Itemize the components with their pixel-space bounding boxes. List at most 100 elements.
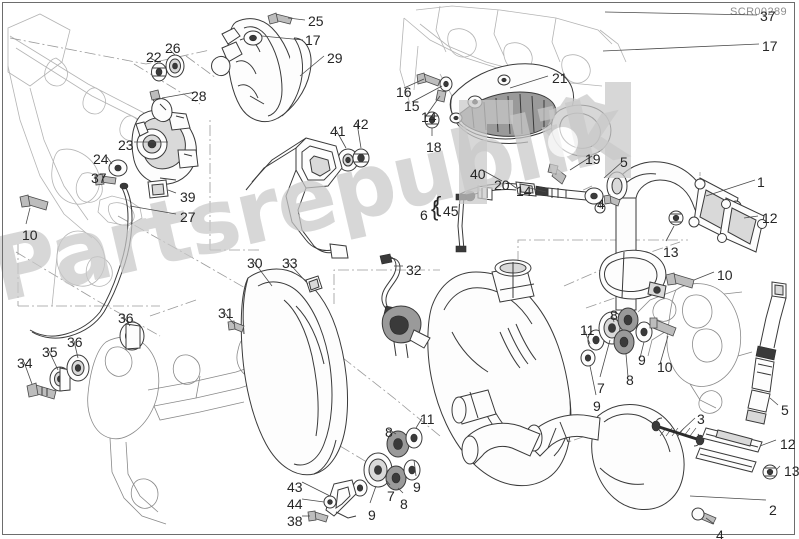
callout-number-37: 37 (91, 170, 107, 186)
part-clip-33 (305, 275, 323, 293)
callout-number-8: 8 (626, 372, 634, 388)
callout-number-19: 19 (585, 151, 601, 167)
callout-number-17: 17 (305, 32, 321, 48)
callout-number-25: 25 (308, 13, 324, 29)
part-screw-16 (416, 72, 441, 87)
callout-number-7: 7 (387, 488, 395, 504)
part-bolt-34 (26, 382, 57, 400)
part-cable-27 (29, 182, 133, 339)
part-mount-stack-right (580, 307, 677, 367)
part-bolt-10a (19, 194, 49, 211)
callout-number-8: 8 (400, 496, 408, 512)
part-washer-41 (337, 148, 359, 172)
part-screw-4b (691, 507, 717, 525)
part-washer-36a (66, 354, 90, 382)
callout-number-43: 43 (287, 479, 303, 495)
callout-number-15: 15 (404, 98, 420, 114)
callout-number-5: 5 (781, 402, 789, 418)
callout-number-10: 10 (657, 359, 673, 375)
callout-number-20: 20 (494, 177, 510, 193)
callout-number-10: 10 (717, 267, 733, 283)
part-collar-14a (435, 89, 447, 103)
part-muffler-body (427, 259, 572, 487)
ghost-frame-left (7, 13, 191, 307)
callout-number-3: 3 (697, 411, 705, 427)
callout-number-35: 35 (42, 344, 58, 360)
part-nut-42 (352, 148, 370, 168)
callout-number-23: 23 (118, 137, 134, 153)
callout-number-9: 9 (638, 352, 646, 368)
callout-number-22: 22 (146, 49, 162, 65)
callout-number-8: 8 (610, 307, 618, 323)
callout-number-7: 7 (597, 380, 605, 396)
callout-number-27: 27 (180, 209, 196, 225)
callout-number-12: 12 (762, 210, 778, 226)
part-muffler-sensor (381, 305, 431, 359)
callout-number-13: 13 (784, 463, 799, 479)
part-grommet-39 (147, 179, 169, 199)
document-code: SCR00289 (729, 6, 787, 18)
callout-number-28: 28 (191, 88, 207, 104)
callout-number-4: 4 (716, 527, 724, 539)
part-collar-26 (165, 54, 185, 78)
callout-number-37: 37 (760, 8, 776, 24)
callout-number-14: 14 (516, 183, 532, 199)
ghost-subframe-lower-left (87, 336, 307, 525)
callout-number-14: 14 (421, 109, 437, 125)
callout-number-5: 5 (620, 154, 628, 170)
callout-number-42: 42 (353, 116, 369, 132)
callout-number-32: 32 (406, 262, 422, 278)
callout-number-2: 2 (769, 502, 777, 518)
callout-brace-b6: { (431, 196, 439, 221)
callout-number-44: 44 (287, 496, 303, 512)
part-nut-13b (762, 464, 778, 480)
callout-number-10: 10 (22, 227, 38, 243)
part-heat-shield-21 (449, 63, 612, 157)
callout-brace-b45: { (434, 192, 442, 217)
callout-number-6: 6 (420, 207, 428, 223)
callout-number-8: 8 (385, 424, 393, 440)
callout-number-9: 9 (593, 398, 601, 414)
part-nut-18 (424, 111, 440, 129)
callout-number-39: 39 (180, 189, 196, 205)
callout-number-9: 9 (413, 479, 421, 495)
callout-number-33: 33 (282, 255, 298, 271)
part-nut-22 (151, 62, 167, 82)
callout-number-1: 1 (757, 174, 765, 190)
callout-number-26: 26 (165, 40, 181, 56)
part-washer-44 (323, 495, 337, 509)
part-bolt-10b (665, 272, 695, 289)
callout-number-34: 34 (17, 355, 33, 371)
part-clamp-ring (599, 249, 667, 300)
part-washer-24 (108, 159, 128, 177)
callout-number-11: 11 (580, 322, 595, 338)
callout-number-24: 24 (93, 151, 109, 167)
callout-number-16: 16 (396, 84, 412, 100)
callout-number-38: 38 (287, 513, 303, 529)
part-gasket-12b (695, 427, 763, 473)
callout-number-13: 13 (663, 244, 679, 260)
part-nut-13a (668, 210, 684, 226)
part-lambda-probe-5b (745, 281, 787, 425)
callout-number-17: 17 (762, 38, 778, 54)
part-mount-bracket-34 (245, 137, 349, 259)
part-gasket-12a (717, 197, 767, 253)
part-heat-shield-29 (211, 18, 312, 122)
part-exhaust-valve-23 (131, 98, 199, 185)
callout-number-36: 36 (118, 310, 134, 326)
part-mount-stack-lower (352, 427, 423, 497)
part-washer-36b (119, 321, 145, 351)
callout-number-41: 41 (330, 123, 346, 139)
callout-number-12: 12 (780, 436, 796, 452)
part-link-pipe-2 (461, 403, 685, 511)
callout-number-45: 45 (443, 203, 459, 219)
part-screw-38 (307, 510, 329, 523)
callout-number-40: 40 (470, 166, 486, 182)
part-bushing-35 (49, 366, 71, 392)
part-screw-25 (267, 12, 293, 25)
callout-number-31: 31 (218, 305, 234, 321)
part-washer-17a (243, 30, 263, 46)
part-nut-15 (439, 76, 453, 92)
